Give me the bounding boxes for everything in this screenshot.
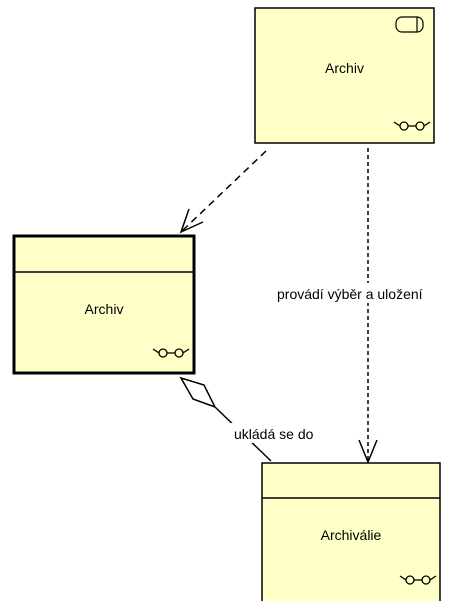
node-archiv-top-label: Archiv: [325, 60, 364, 76]
connector-label-uklada: ukládá se do: [234, 426, 314, 442]
connector-top-to-bottom[interactable]: [358, 148, 378, 464]
connector-left-to-bottom[interactable]: [179, 376, 272, 462]
connector-label-bg: [231, 423, 339, 443]
glasses-icon: [152, 348, 190, 358]
glasses-icon: [399, 575, 437, 585]
node-archiv-left-label: Archiv: [85, 301, 124, 317]
node-archivalie[interactable]: Archiválie: [261, 462, 441, 601]
node-archiv-left[interactable]: Archiv: [12, 234, 196, 375]
node-archiv-top[interactable]: Archiv: [254, 7, 435, 144]
node-archivalie-label: Archiválie: [321, 527, 382, 543]
connector-top-to-left[interactable]: [179, 150, 267, 234]
connector-label-provadi: provádí výběr a uložení: [277, 286, 423, 302]
component-icon: [395, 16, 424, 33]
connector-label-bg: [275, 283, 461, 303]
glasses-icon: [393, 121, 431, 131]
